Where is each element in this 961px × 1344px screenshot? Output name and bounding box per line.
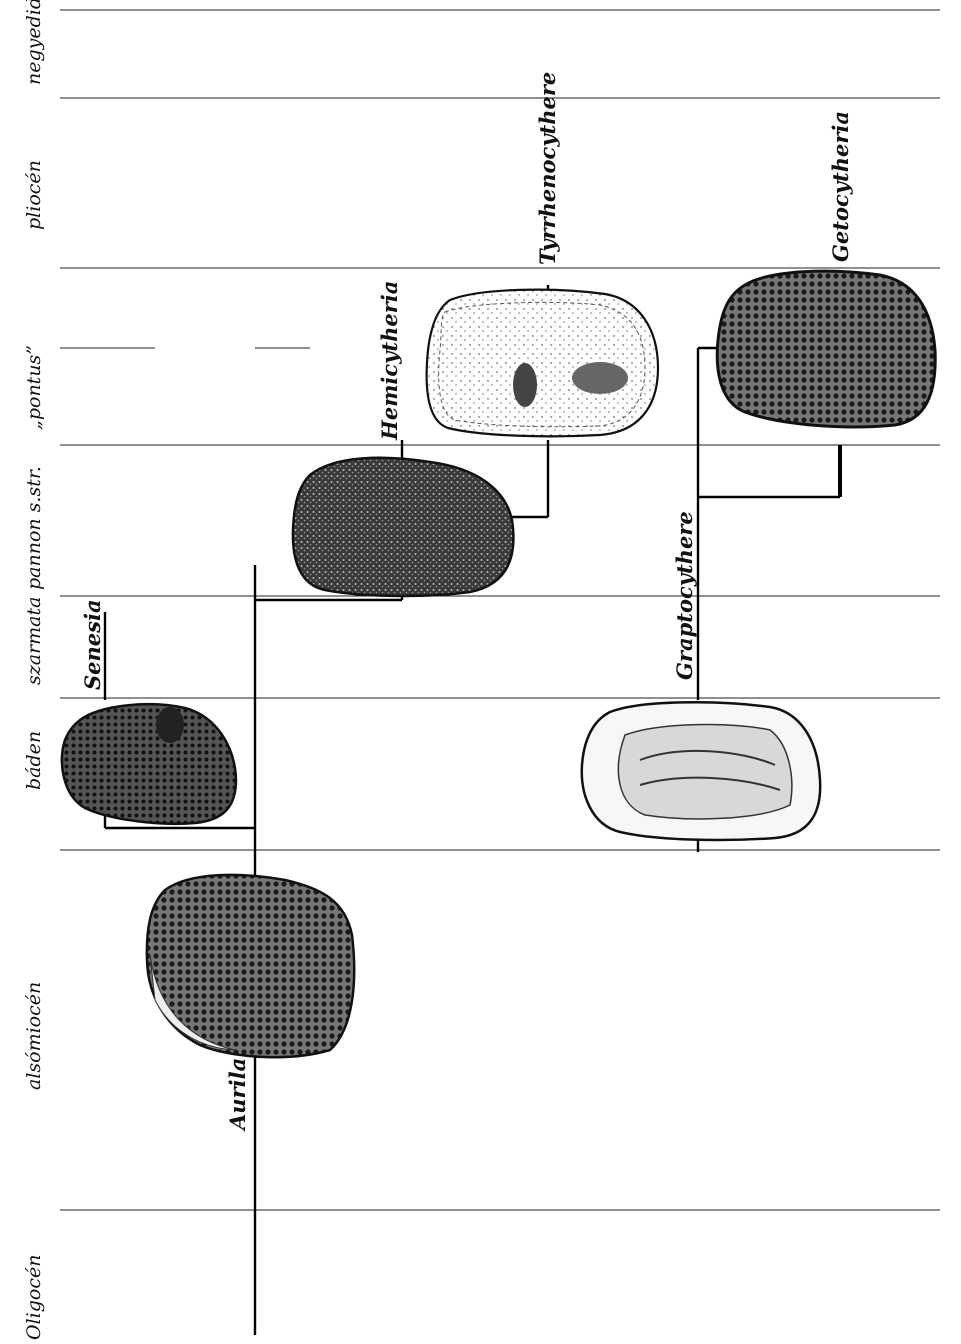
genus-label-tyrrhenocythere: Tyrrhenocythere [535, 72, 560, 265]
fossil-graptocythere-illustration [582, 702, 820, 840]
stage-label-baden: báden [23, 731, 45, 790]
stage-label-pliocen: pliocén [23, 160, 45, 230]
stage-label-negyedid: negyedid. [23, 0, 45, 85]
genus-label-senesia: Senesia [80, 599, 105, 690]
fossil-tyrrhenocythere-illustration [427, 290, 658, 437]
stage-labels: negyedid. pliocén „pontus” pannon s.str.… [23, 0, 45, 1340]
stage-label-pontus: „pontus” [23, 345, 45, 430]
fossil-aurila-illustration [147, 875, 354, 1057]
stage-label-szarmata: szarmata [23, 597, 45, 685]
genus-label-getocytheria: Getocytheria [828, 111, 853, 262]
stage-label-oligocen: Oligocén [23, 1255, 45, 1340]
genus-label-aurila: Aurila [225, 1058, 250, 1132]
genus-label-graptocythere: Graptocythere [672, 511, 697, 680]
genus-label-hemicytheria: Hemicytheria [377, 281, 402, 441]
fossil-hemicytheria-illustration [293, 458, 513, 596]
fossil-getocytheria-illustration [717, 271, 935, 427]
stage-label-pannon: pannon s.str. [23, 466, 45, 590]
fossil-senesia-illustration [62, 704, 236, 824]
stage-label-alsomiocen: alsómiocén [23, 982, 45, 1090]
